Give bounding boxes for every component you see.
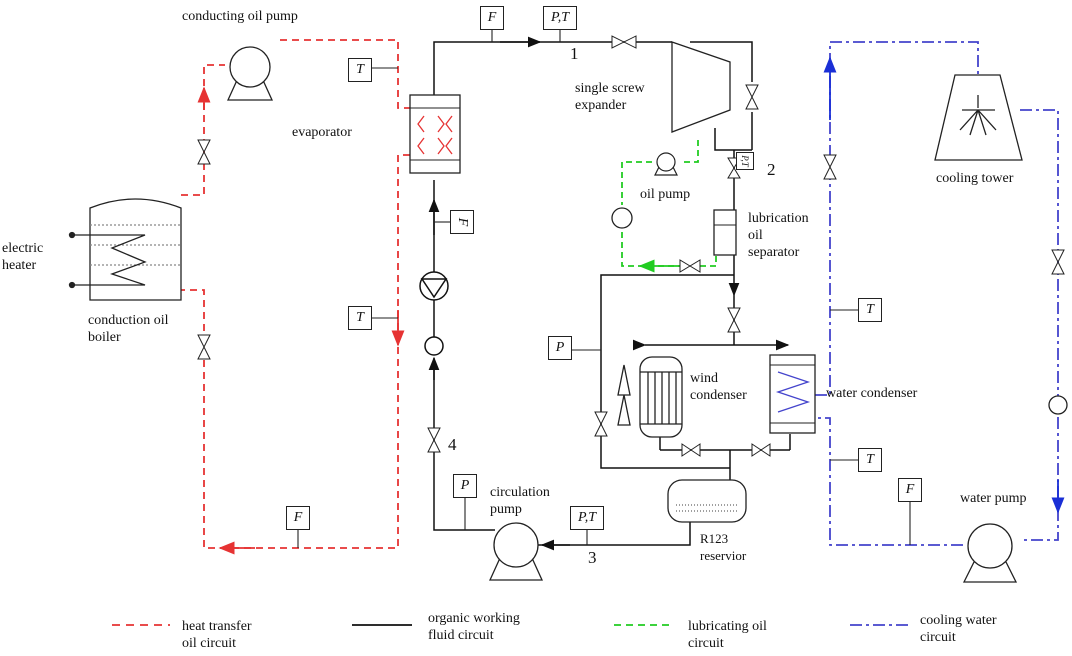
lube-filter [611,207,633,229]
state-point-2: 2 [767,160,776,179]
oil-pump-symbol [654,152,678,176]
oil-pump-label: oil pump [640,187,691,202]
cooling-tower-label: cooling tower [936,171,1014,186]
r123-reservoir-label: R123 reservior [700,531,747,563]
pt-sensor-point-2: P,T [736,152,754,170]
legend-heat-transfer: heat transfer oil circuit [182,619,252,651]
circulation-pump [488,522,544,581]
single-screw-expander-label: single screw expander [575,81,645,113]
cooling-tower-symbol [934,74,1023,161]
circulation-pump-label: circulation pump [490,485,550,517]
sensor-leads [297,30,911,548]
conduction-oil-boiler-label: conduction oil boiler [88,313,169,345]
wind-condenser-symbol [617,356,683,438]
conducting-oil-pump-label: conducting oil pump [182,9,298,24]
water-pump [962,523,1018,583]
r123-reservoir-symbol [667,479,747,523]
single-screw-expander-symbol [671,41,731,133]
water-condenser-label: water condenser [826,386,918,401]
evaporator-symbol [409,94,461,174]
evaporator-label: evaporator [292,125,352,140]
lubrication-oil-separator-label: lubrication oil separator [748,211,809,260]
flow-sensor-water: F [898,478,922,502]
water-pump-label: water pump [960,491,1027,506]
state-point-1: 1 [570,44,579,63]
temp-sensor-oil-in: T [348,58,372,82]
temp-sensor-oil-out: T [348,306,372,330]
lubricating-oil-circuit [621,140,717,273]
state-point-4: 4 [448,435,457,454]
state-point-3: 3 [588,548,597,567]
conduction-oil-boiler-symbol [68,198,182,301]
pressure-sensor-condenser: P [548,336,572,360]
oil-separator-symbol [713,209,737,256]
legend-lubricating: lubricating oil circuit [688,619,767,651]
pt-sensor-point-1: P,T [543,6,577,30]
valves [197,35,1065,457]
pressure-sensor-pump: P [453,474,477,498]
heat-transfer-oil-circuit [181,39,410,555]
flow-sensor-oil: F [286,506,310,530]
flow-sensor-evap-in: F [450,210,474,234]
organic-working-fluid-circuit [419,36,791,551]
temp-sensor-water-in: T [858,448,882,472]
legend-organic-fluid: organic working fluid circuit [428,611,520,643]
legend-cooling-water: cooling water circuit [920,613,997,645]
conducting-oil-pump [226,46,274,101]
temp-sensor-water-out: T [858,298,882,322]
cooling-water-circuit [815,41,1065,546]
water-flowmeter [1048,395,1068,415]
water-condenser-symbol [769,354,816,434]
pt-sensor-point-3: P,T [570,506,604,530]
wind-condenser-label: wind condenser [690,371,747,403]
flow-sensor-evap-out: F [480,6,504,30]
electric-heater-label: electric heater [2,241,44,273]
